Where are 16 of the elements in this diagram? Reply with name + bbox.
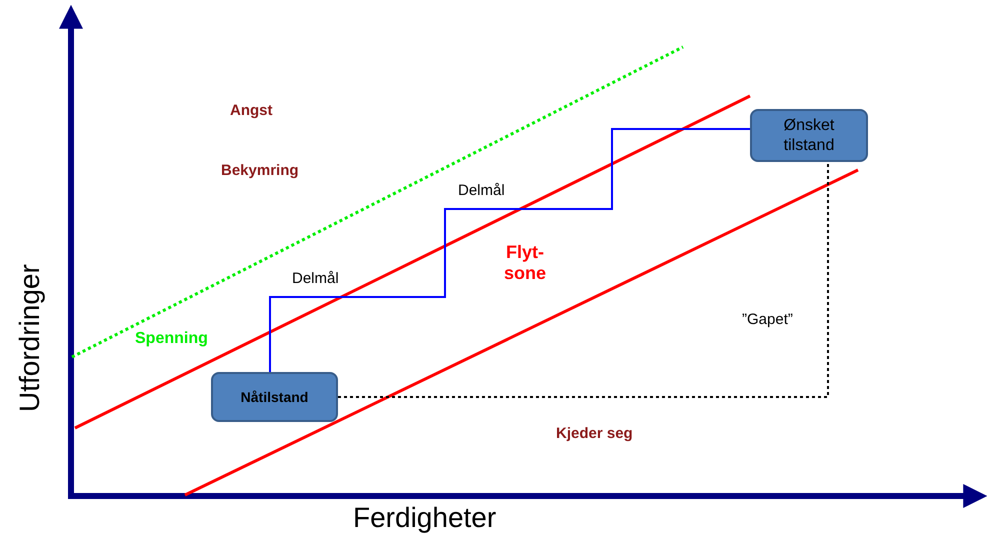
zone-label: Bekymring [221,162,299,180]
axis-title: Utfordringer [14,263,46,414]
zone-label: Flyt- sone [502,242,547,284]
state-box [211,372,338,422]
edge-label: ”Gapet” [742,311,793,328]
dotted-gap-line [338,162,829,398]
axis-title: Ferdigheter [353,502,496,534]
zone-label: Spenning [135,330,208,348]
step-path [269,128,750,372]
state-label: Ønsket tilstand [782,116,836,155]
state-box [750,109,868,162]
subgoal-label: Delmål [292,270,339,288]
zone-label: Kjeder seg [556,425,633,442]
state-label: Nåtilstand [240,388,308,406]
zone-label: Angst [230,102,272,120]
subgoal-label: Delmål [458,182,505,200]
